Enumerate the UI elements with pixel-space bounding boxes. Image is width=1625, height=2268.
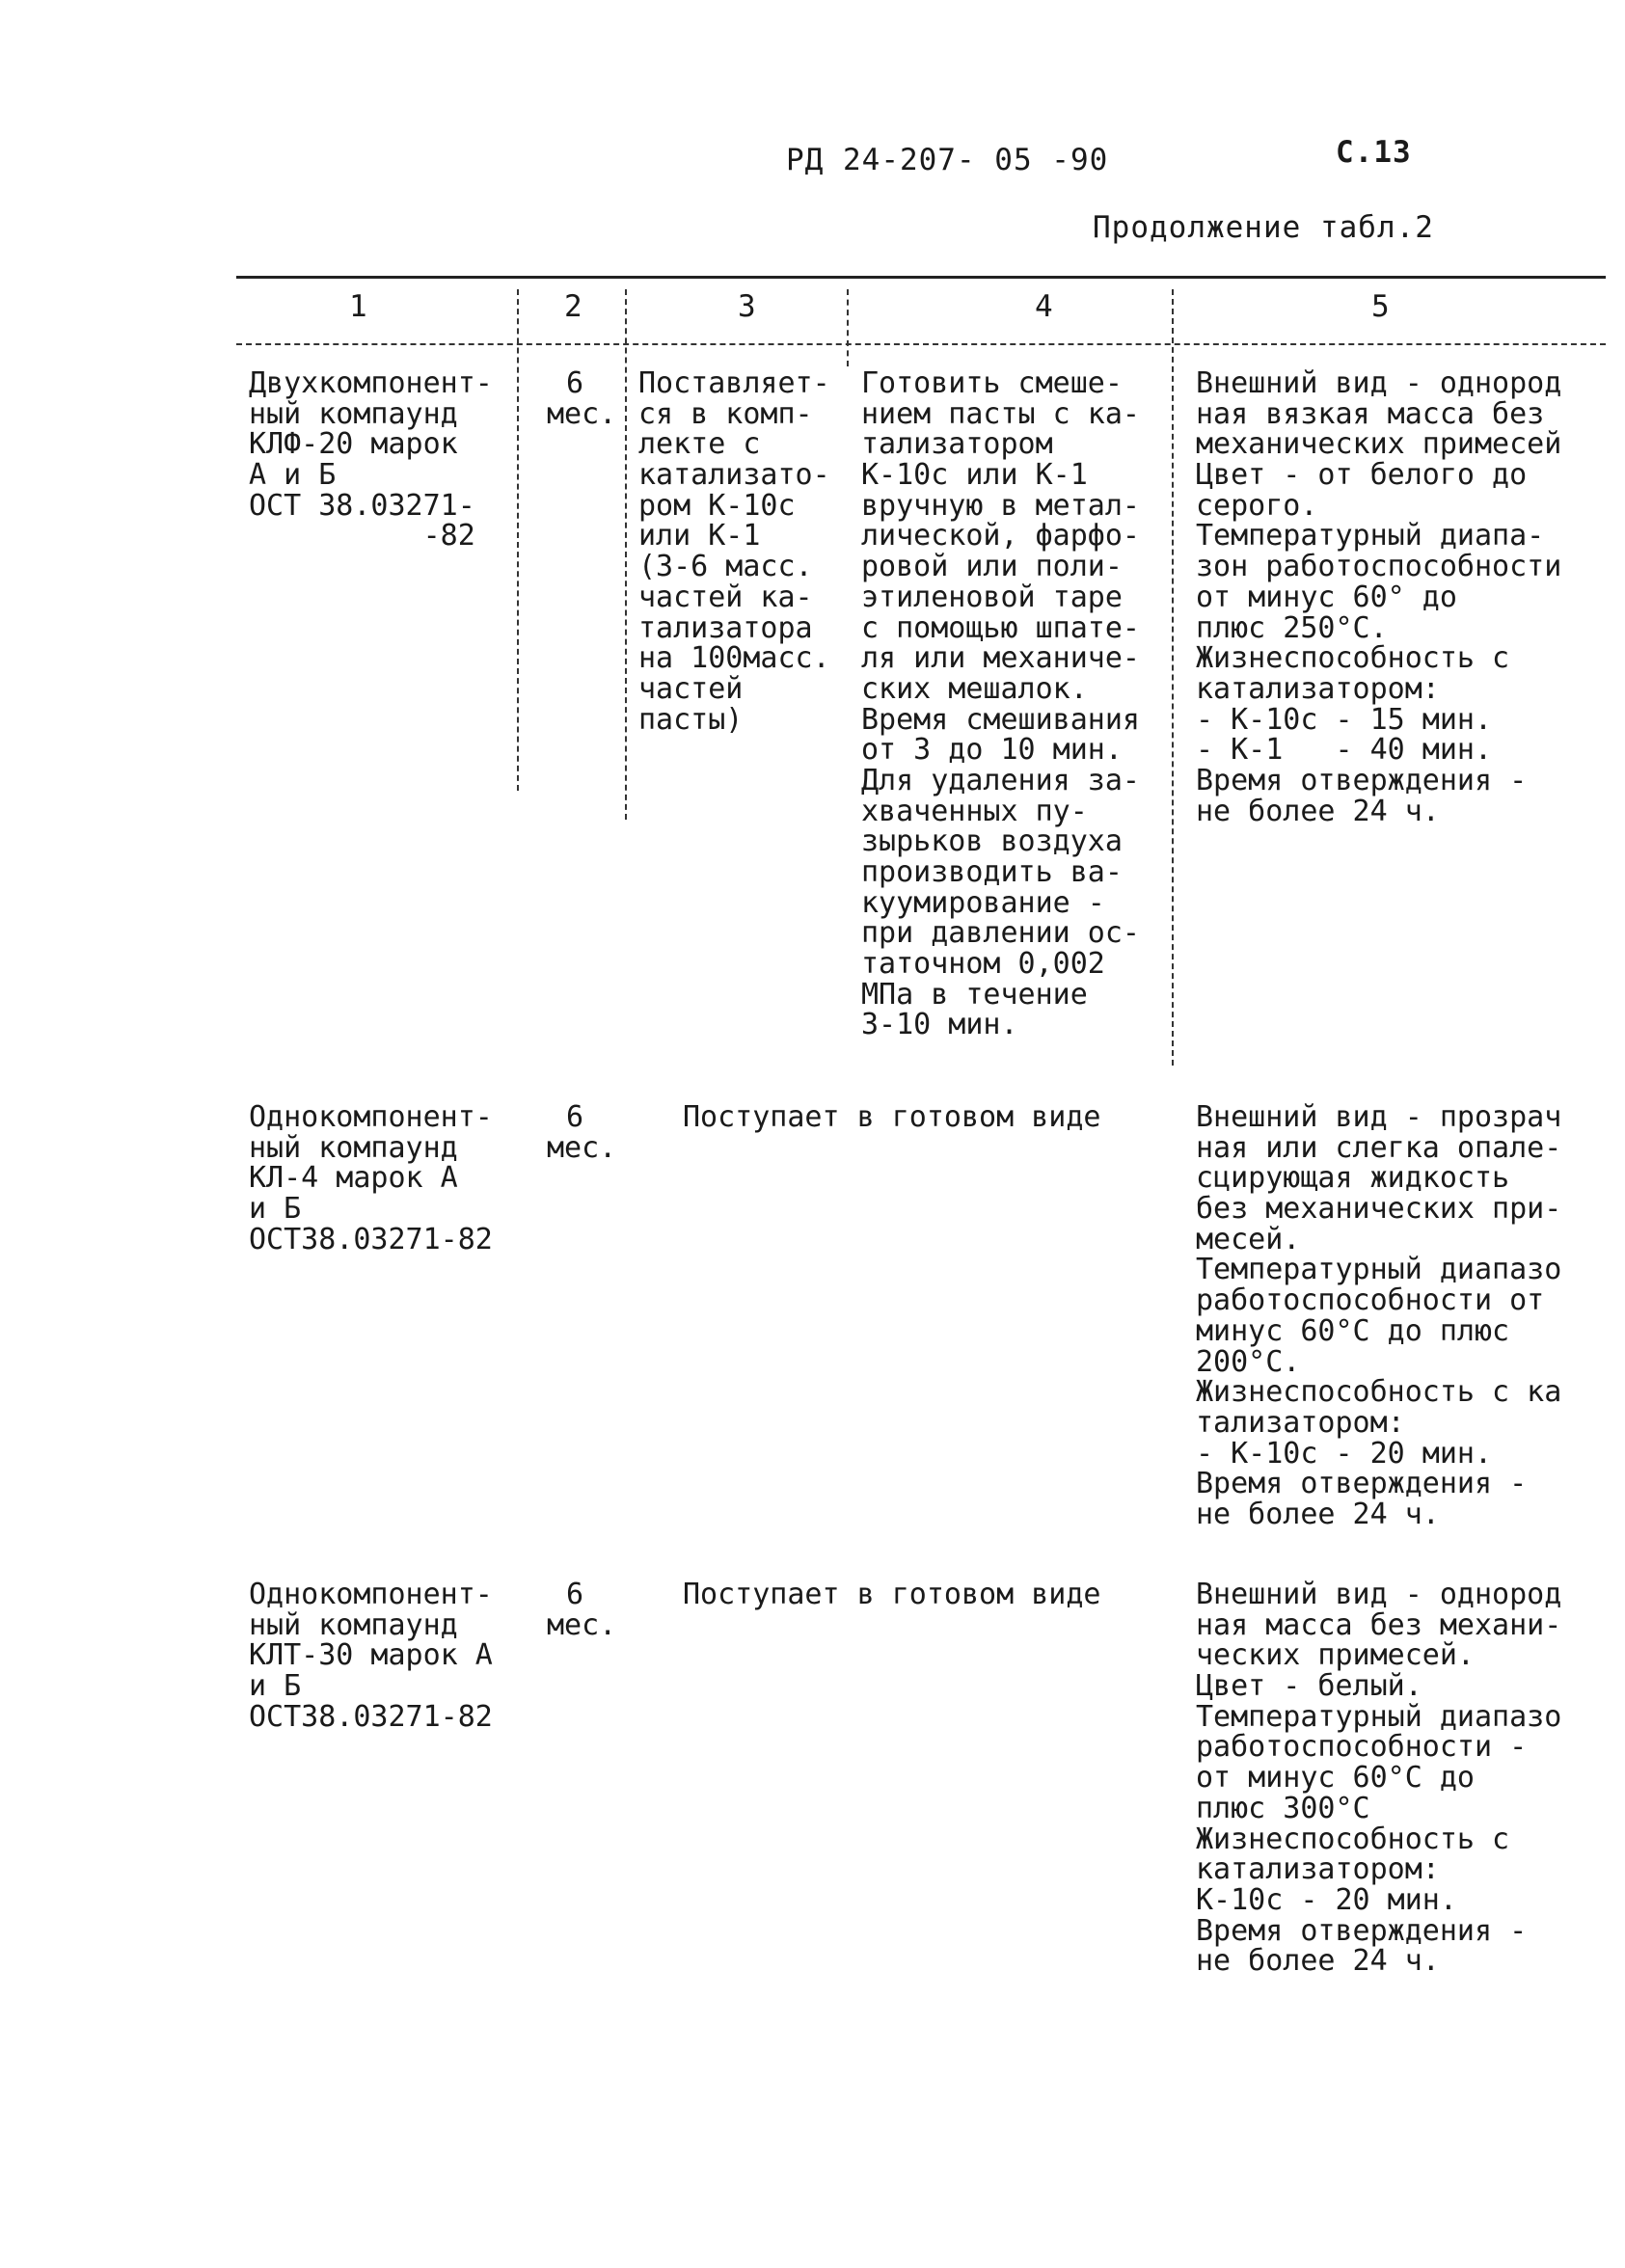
column-divider-3	[847, 289, 849, 366]
row1-supply-form: Поставляет- ся в комп- лекте с катализат…	[638, 366, 830, 737]
row1-product-name: Двухкомпонент- ный компаунд КЛФ-20 марок…	[249, 366, 493, 554]
column-divider-1	[517, 289, 519, 791]
row3-specifications: Внешний вид - однород ная масса без меха…	[1196, 1578, 1562, 1979]
row2-specifications: Внешний вид - прозрач ная или слегка опа…	[1196, 1100, 1562, 1531]
page-number: С.13	[1336, 135, 1412, 170]
table-continuation-label: Продолжение табл.2	[1093, 210, 1434, 245]
column-number-1: 1	[349, 289, 367, 324]
column-number-2: 2	[564, 289, 582, 324]
row2-supply-form: Поступает в готовом виде	[683, 1100, 1101, 1134]
table-header-rule	[236, 343, 1606, 345]
row2-product-name: Однокомпонент- ный компаунд КЛ-4 марок А…	[249, 1100, 493, 1256]
row1-storage-period: 6 мес.	[547, 366, 617, 431]
column-number-5: 5	[1371, 289, 1390, 324]
row1-specifications: Внешний вид - однород ная вязкая масса б…	[1196, 366, 1562, 828]
table-top-rule	[236, 276, 1606, 279]
column-number-4: 4	[1035, 289, 1053, 324]
row3-storage-period: 6 мес.	[547, 1578, 617, 1642]
row2-storage-period: 6 мес.	[547, 1100, 617, 1165]
row3-supply-form: Поступает в готовом виде	[683, 1578, 1101, 1611]
column-divider-4	[1172, 289, 1174, 1066]
row3-product-name: Однокомпонент- ный компаунд КЛТ-30 марок…	[249, 1578, 493, 1734]
column-number-3: 3	[738, 289, 756, 324]
document-code: РД 24-207- 05 -90	[786, 143, 1109, 177]
column-divider-2	[625, 289, 627, 820]
row1-preparation-instructions: Готовить смеше- нием пасты с ка- тализат…	[861, 366, 1140, 1042]
